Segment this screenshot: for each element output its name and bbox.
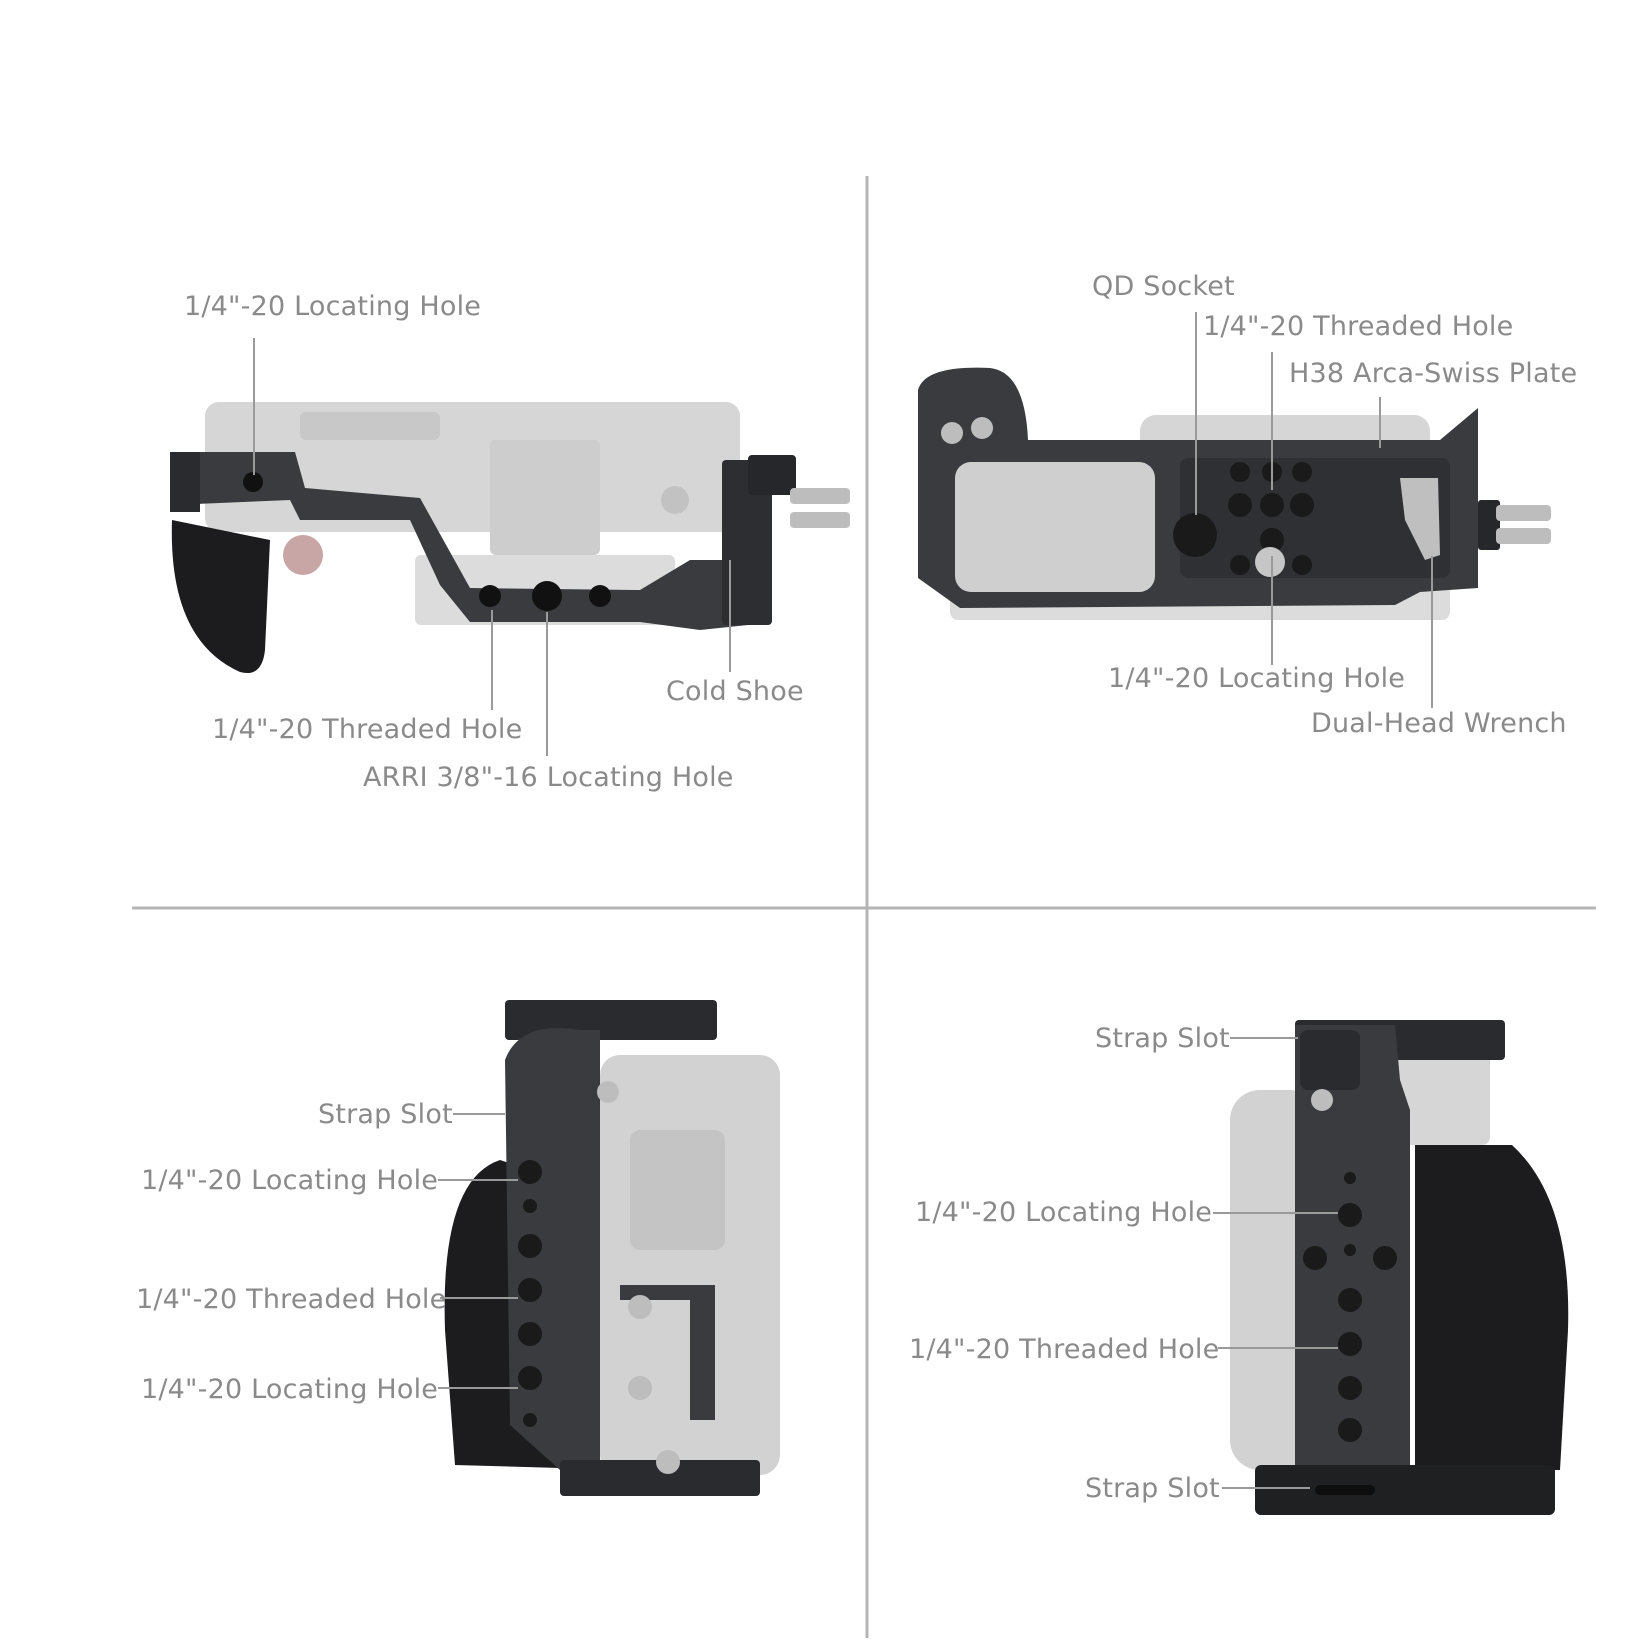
label-bottom-wrench: Dual-Head Wrench <box>1311 708 1567 739</box>
label-right-strap-slot-bottom: Strap Slot <box>1085 1473 1220 1504</box>
label-top-cold-shoe: Cold Shoe <box>666 676 804 707</box>
label-left-threaded-hole: 1/4"-20 Threaded Hole <box>136 1284 447 1315</box>
label-right-threaded-hole: 1/4"-20 Threaded Hole <box>909 1334 1220 1365</box>
label-bottom-threaded-hole: 1/4"-20 Threaded Hole <box>1203 311 1514 342</box>
label-bottom-arca-plate: H38 Arca-Swiss Plate <box>1289 358 1578 389</box>
label-left-locating-hole-1: 1/4"-20 Locating Hole <box>141 1165 439 1196</box>
label-left-strap-slot: Strap Slot <box>318 1099 453 1130</box>
label-top-locating-hole: 1/4"-20 Locating Hole <box>184 291 482 322</box>
label-bottom-locating-hole: 1/4"-20 Locating Hole <box>1108 663 1406 694</box>
label-bottom-qd-socket: QD Socket <box>1092 271 1235 302</box>
label-right-locating-hole: 1/4"-20 Locating Hole <box>915 1197 1213 1228</box>
label-right-strap-slot-top: Strap Slot <box>1095 1023 1230 1054</box>
label-left-locating-hole-2: 1/4"-20 Locating Hole <box>141 1374 439 1405</box>
label-top-threaded-hole: 1/4"-20 Threaded Hole <box>212 714 523 745</box>
label-top-arri-hole: ARRI 3/8"-16 Locating Hole <box>363 762 734 793</box>
